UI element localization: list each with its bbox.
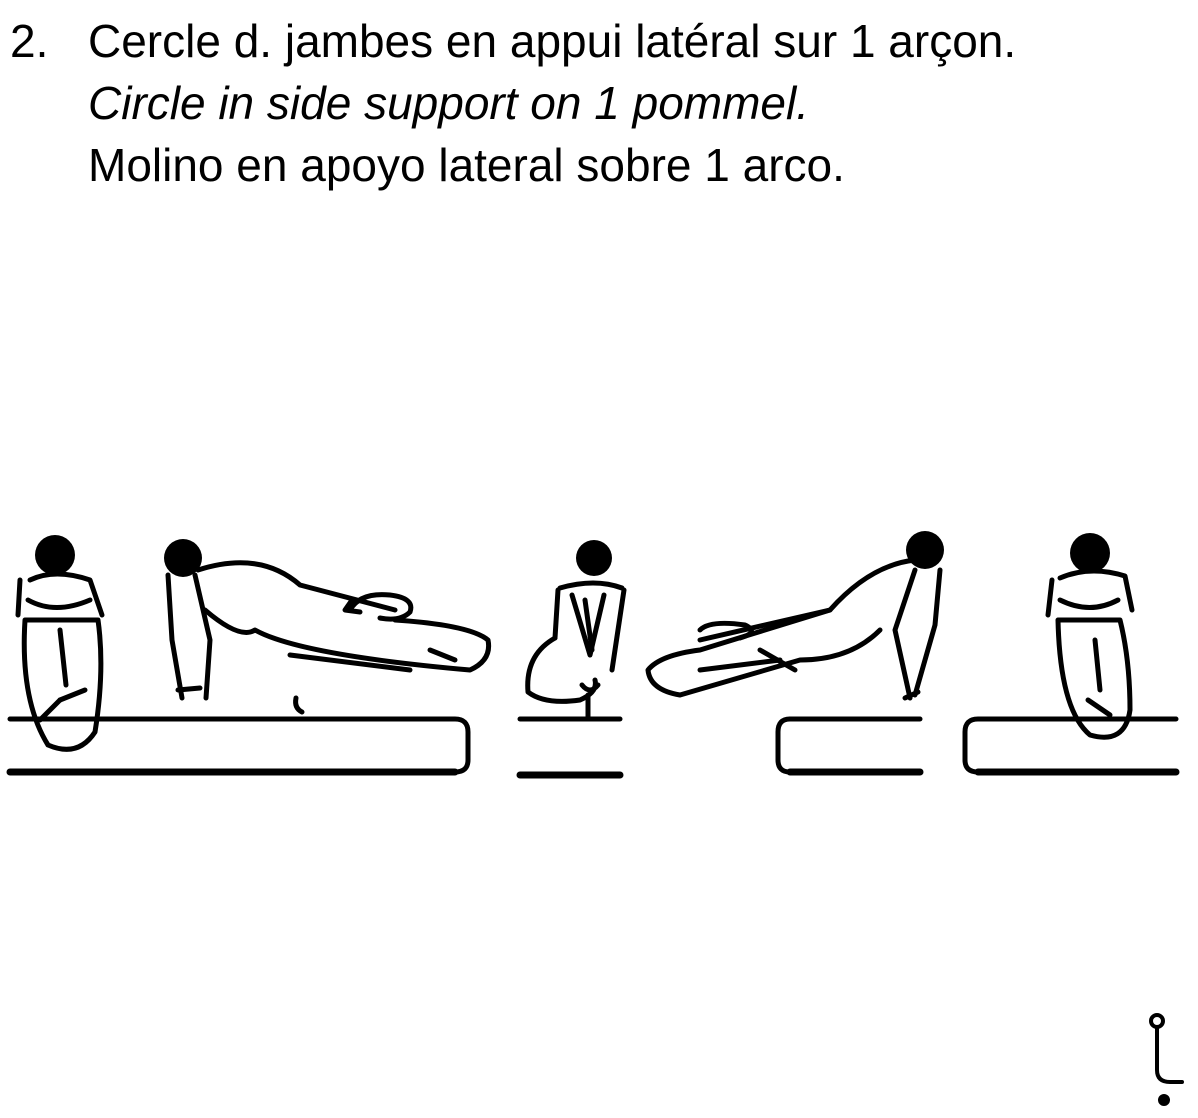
- pommel-horse-segment-1: [6, 716, 471, 776]
- gymnast-figure-3: [525, 540, 627, 721]
- gymnast-figure-1: [15, 535, 105, 752]
- element-name-french: Cercle d. jambes en appui latéral sur 1 …: [88, 15, 1017, 67]
- gymnast-figure-4: [645, 531, 944, 701]
- gymnast-sequence-illustration: [6, 531, 1180, 779]
- element-names: Cercle d. jambes en appui latéral sur 1 …: [88, 10, 1016, 196]
- pommel-horse-segment-4: [962, 716, 1180, 776]
- gymnast-figure-5: [1045, 533, 1135, 740]
- pommel-circle-symbol-icon: [1149, 1013, 1184, 1106]
- pommel-horse-segment-3: [775, 716, 924, 776]
- gymnast-figure-2: [164, 539, 492, 715]
- element-name-spanish: Molino en apoyo lateral sobre 1 arco.: [88, 139, 845, 191]
- element-number: 2.: [10, 15, 49, 67]
- pommel-horse-segment-2: [516, 716, 624, 779]
- element-name-english: Circle in side support on 1 pommel.: [88, 77, 809, 129]
